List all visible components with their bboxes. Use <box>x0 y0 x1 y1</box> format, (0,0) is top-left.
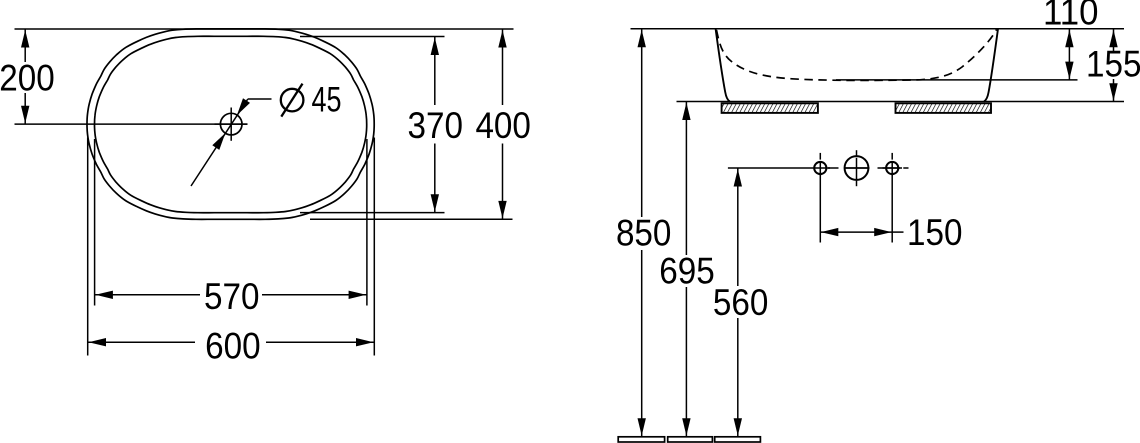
svg-text:45: 45 <box>312 81 342 120</box>
svg-text:850: 850 <box>616 212 672 254</box>
svg-text:155: 155 <box>1086 42 1140 84</box>
svg-text:560: 560 <box>713 281 769 323</box>
svg-text:695: 695 <box>659 250 715 292</box>
svg-text:570: 570 <box>204 275 260 317</box>
svg-text:400: 400 <box>475 104 531 146</box>
svg-text:600: 600 <box>205 325 261 367</box>
svg-text:370: 370 <box>408 104 464 146</box>
svg-text:150: 150 <box>907 211 963 253</box>
svg-text:200: 200 <box>0 57 55 99</box>
svg-text:110: 110 <box>1043 0 1099 32</box>
